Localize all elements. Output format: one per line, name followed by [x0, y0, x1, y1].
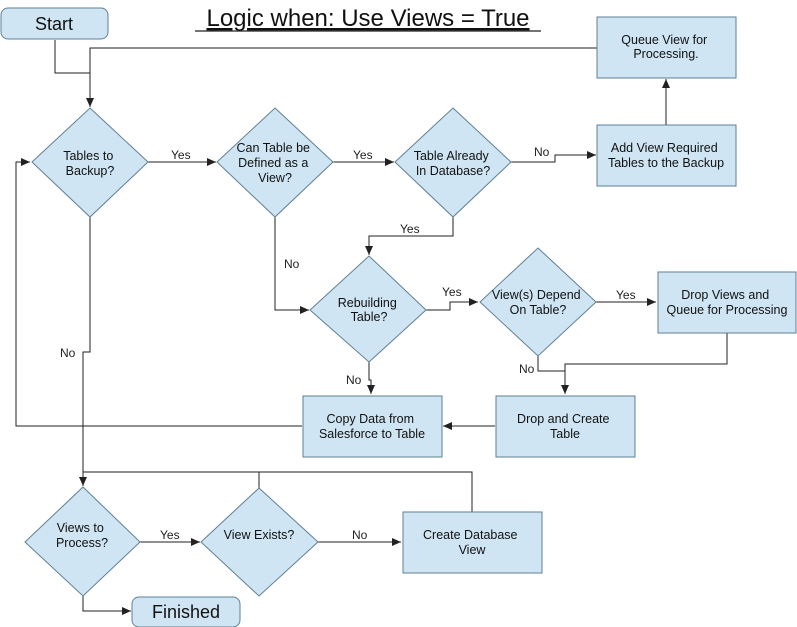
add-view-tables-box: [596, 124, 737, 187]
edge-label-define-yes: Yes: [353, 148, 373, 162]
start-terminal: [0, 7, 109, 40]
rebuilding-table-label: Rebuilding Table?: [338, 296, 401, 324]
views-to-process-decision: [24, 486, 141, 597]
edge-label-process-yes: Yes: [160, 528, 180, 542]
tables-to-backup-label: Tables to Backup?: [63, 149, 117, 178]
edge-queue-to-tables: [86, 47, 597, 107]
create-view-box: [402, 511, 543, 574]
edge-indb-no: [511, 151, 596, 163]
views-depend-label: View(s) Depend On Table?: [492, 288, 584, 317]
edge-label-indb-yes: Yes: [400, 222, 420, 236]
tables-to-backup-decision: [31, 107, 149, 218]
edge-label-rebuild-yes: Yes: [442, 285, 462, 299]
edge-copy-loop: [15, 158, 302, 427]
edge-define-no: [274, 217, 309, 314]
edge-label-indb-no: No: [534, 145, 550, 159]
edge-process-no: [82, 596, 131, 615]
edge-label-rebuild-no: No: [346, 373, 362, 387]
table-in-db-label: Table Already In Database?: [414, 149, 493, 178]
views-to-process-label: Views to Process?: [56, 521, 108, 550]
copy-data-label: Copy Data from Salesforce to Table: [319, 412, 425, 441]
edge-rebuild-yes: [426, 298, 478, 311]
queue-view-box: [596, 16, 737, 79]
edge-indb-yes: [365, 217, 454, 255]
edge-start-to-tables: [54, 40, 90, 74]
edge-label-exists-no: No: [352, 528, 368, 542]
node-labels: Start Finished Tables to Backup? Can Tab…: [35, 14, 788, 622]
nodes: [0, 7, 797, 627]
start-label: Start: [35, 14, 73, 34]
drop-views-queue-box: [657, 271, 797, 334]
edge-label-depend-yes: Yes: [616, 288, 636, 302]
edge-labels: Yes Yes No No Yes Yes No Yes No No Yes N…: [60, 145, 636, 542]
edge-dropviews-to-drop: [564, 333, 728, 394]
edge-depend-no: [537, 356, 569, 394]
views-depend-decision: [479, 247, 597, 357]
finished-label: Finished: [152, 602, 220, 622]
rebuilding-table-decision: [309, 255, 427, 363]
table-in-db-decision: [394, 107, 512, 218]
copy-data-box: [302, 395, 443, 458]
drop-views-queue-label: Drop Views and Queue for Processing: [667, 288, 788, 317]
edge-label-tables-yes: Yes: [171, 148, 191, 162]
edge-rebuild-no: [367, 362, 375, 394]
view-exists-label: View Exists?: [224, 528, 295, 542]
create-view-label: Create Database View: [423, 528, 521, 557]
edge-tables-no: [79, 217, 91, 486]
diagram-title: Logic when: Use Views = True: [206, 5, 529, 32]
add-view-tables-label: Add View Required Tables to the Backup: [608, 141, 724, 170]
connectors: [15, 40, 728, 615]
can-define-view-label: Can Table be Defined as a View?: [237, 141, 314, 185]
view-exists-decision: [200, 487, 319, 597]
edge-label-define-no: No: [284, 257, 300, 271]
queue-view-label: Queue View for Processing.: [621, 33, 710, 61]
finished-terminal: [131, 596, 241, 627]
edge-label-tables-no: No: [60, 346, 76, 360]
edge-create-loop: [83, 471, 473, 512]
edge-label-depend-no: No: [519, 362, 535, 376]
drop-create-box: [495, 395, 636, 458]
can-define-view-decision: [216, 107, 334, 218]
drop-create-label: Drop and Create Table: [517, 412, 613, 441]
